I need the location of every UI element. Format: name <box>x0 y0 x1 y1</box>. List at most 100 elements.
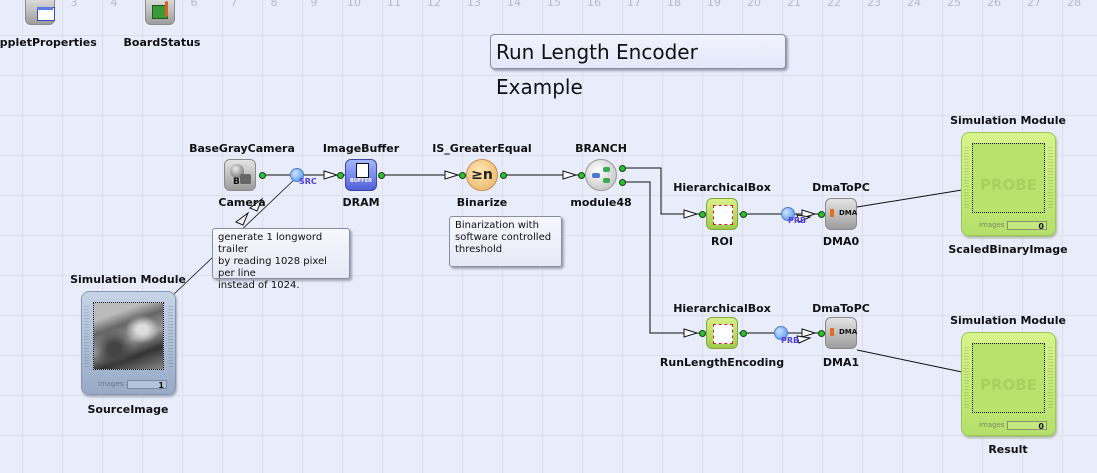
roi-name-label: ROI <box>711 235 733 248</box>
camera-probe-point[interactable] <box>290 168 304 182</box>
camera-name-label: Camera <box>218 196 266 209</box>
wire-branch-rle <box>625 181 707 334</box>
branch-out-port-2[interactable] <box>619 179 626 186</box>
branch-out-arrow-icon-2 <box>603 178 610 183</box>
dma-icon: DMA <box>830 328 857 336</box>
camera-module[interactable]: B <box>224 159 256 191</box>
dma1-module[interactable]: DMA <box>825 317 857 349</box>
roi-out-port[interactable] <box>740 211 747 218</box>
ruler-number: 12 <box>427 0 441 9</box>
ruler-number: 4 <box>110 0 118 9</box>
ruler-number: 15 <box>547 0 561 9</box>
applet-properties-icon[interactable] <box>25 0 55 25</box>
roi-module[interactable] <box>706 198 738 230</box>
source-sim-type-label: Simulation Module <box>70 273 186 286</box>
binarization-note[interactable]: Binarization with software controlled th… <box>449 216 562 267</box>
arrow-dma0-in2 <box>796 214 812 223</box>
branch-in-port[interactable] <box>578 172 585 179</box>
applet-properties-label: AppletProperties <box>0 36 97 49</box>
roi-in-port[interactable] <box>699 211 706 218</box>
binarize-name-label: Binarize <box>456 196 508 209</box>
binarize-in-port[interactable] <box>459 172 466 179</box>
scaled-binary-image-module[interactable]: PROBE images # 0 <box>961 132 1056 236</box>
source-images-label: images # <box>98 380 132 388</box>
dma1-probe-point[interactable] <box>774 326 788 340</box>
binarize-module[interactable]: ≥n <box>466 159 498 191</box>
branch-name-label: module48 <box>570 196 632 209</box>
branch-type-label: BRANCH <box>575 142 627 155</box>
ruler-number: 28 <box>1067 0 1081 9</box>
dma1-name-label: DMA1 <box>822 356 860 369</box>
rle-out-port[interactable] <box>740 330 747 337</box>
buffer-in-port[interactable] <box>337 172 344 179</box>
branch-arrow-icon <box>592 173 600 178</box>
board-status-icon[interactable] <box>145 0 175 25</box>
rle-type-label: HierarchicalBox <box>673 302 771 315</box>
branch-out-port-1[interactable] <box>619 165 626 172</box>
buffer-module[interactable]: BUFFER <box>345 159 377 191</box>
arrow-dma1-in <box>801 328 817 338</box>
camera-icon-letter: B <box>233 177 240 187</box>
trailer-note[interactable]: generate 1 longword trailer by reading 1… <box>212 228 350 291</box>
binarize-type-label: IS_GreaterEqual <box>432 142 532 155</box>
branch-module[interactable] <box>585 159 617 191</box>
ruler-number: 19 <box>707 0 721 9</box>
probe-watermark: PROBE <box>980 176 1037 194</box>
ruler-number: 16 <box>587 0 601 9</box>
wire-dma1-result <box>856 349 963 373</box>
dma0-module[interactable]: DMA <box>825 198 857 230</box>
wire-dma0-scaled <box>856 189 963 208</box>
dma0-prb-tag: PRB <box>788 216 807 225</box>
arrow-binarize-in <box>444 170 460 180</box>
ruler-number: 17 <box>627 0 641 9</box>
dma0-probe-point[interactable] <box>781 207 795 221</box>
ruler-number: 20 <box>747 0 761 9</box>
ruler-number: 21 <box>787 0 801 9</box>
hierarchy-icon <box>713 324 733 344</box>
binarize-out-port[interactable] <box>500 172 507 179</box>
hierarchy-icon <box>713 205 733 225</box>
scaled-images-count: 0 <box>1007 221 1047 231</box>
camera-out-port[interactable] <box>259 172 266 179</box>
arrow-rle-in <box>683 328 699 338</box>
result-module[interactable]: PROBE images # 0 <box>961 332 1056 436</box>
ruler-number: 14 <box>507 0 521 9</box>
rle-name-label: RunLengthEncoding <box>659 356 785 369</box>
rle-in-port[interactable] <box>699 330 706 337</box>
ruler-number: 10 <box>347 0 361 9</box>
dma1-in-port[interactable] <box>818 330 825 337</box>
buffer-name-label: DRAM <box>342 196 380 209</box>
dma0-type-label: DmaToPC <box>812 181 870 194</box>
arrow-branch-in <box>562 170 578 180</box>
result-sim-type-label: Simulation Module <box>950 314 1066 327</box>
scaled-binary-image-name-label: ScaledBinaryImage <box>948 243 1068 256</box>
ruler-number: 22 <box>827 0 841 9</box>
dma0-in-port[interactable] <box>818 211 825 218</box>
camera-type-label: BaseGrayCamera <box>189 142 295 155</box>
ruler-number: 13 <box>467 0 481 9</box>
result-images-label: images # <box>979 421 1013 429</box>
arrow-buffer-in <box>323 170 339 180</box>
result-images-count: 0 <box>1007 421 1047 431</box>
buffer-out-port[interactable] <box>378 172 385 179</box>
ruler-number: 8 <box>270 0 278 9</box>
roi-type-label: HierarchicalBox <box>673 181 771 194</box>
camera-src-tag: SRC <box>299 177 317 186</box>
arrow-src-2 <box>235 211 250 226</box>
rle-module[interactable] <box>706 317 738 349</box>
ruler-number: 27 <box>1027 0 1041 9</box>
scaled-sim-type-label: Simulation Module <box>950 114 1066 127</box>
title-comment[interactable]: Run Length Encoder Example <box>490 34 786 99</box>
result-probe-screen: PROBE <box>972 343 1045 413</box>
ruler-number: 9 <box>310 0 318 9</box>
ruler-number: 3 <box>70 0 78 9</box>
board-status-label: BoardStatus <box>123 36 201 49</box>
ruler-number: 23 <box>867 0 881 9</box>
source-images-count: 1 <box>127 380 167 390</box>
arrow-src-1 <box>249 197 264 212</box>
source-image-module[interactable]: images # 1 <box>81 291 176 395</box>
ruler-number: 26 <box>987 0 1001 9</box>
dma-icon: DMA <box>830 209 857 217</box>
arrow-roi-in <box>683 209 699 219</box>
